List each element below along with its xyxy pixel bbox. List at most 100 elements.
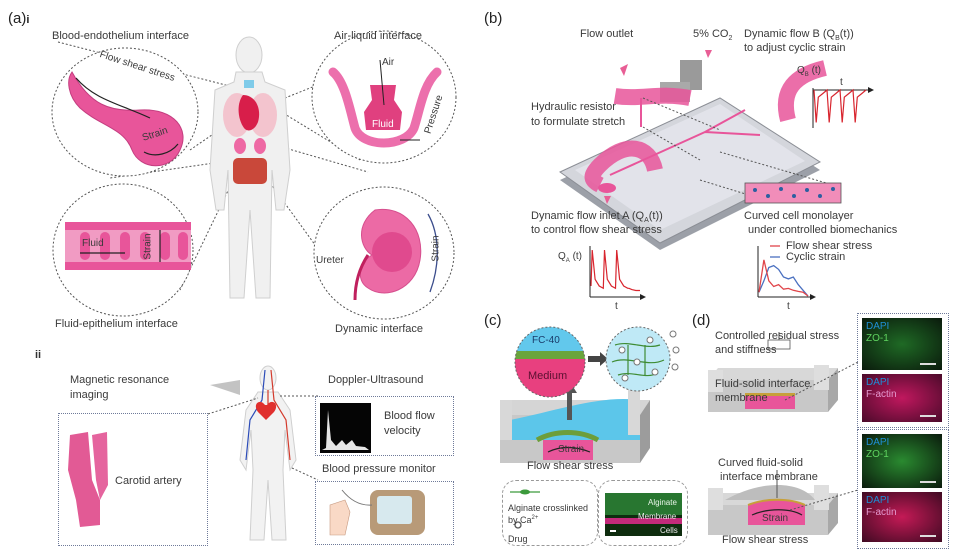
label-medium: Medium — [528, 370, 568, 382]
label-doppler: Doppler-Ultrasound — [328, 374, 424, 386]
scale-bar — [920, 481, 936, 483]
bp-monitor-box — [315, 481, 454, 545]
dynamic-circle — [313, 186, 455, 320]
label-strain-kidney: Strain — [430, 235, 442, 262]
label-monolayer-line1: Curved cell monolayer — [744, 210, 854, 222]
qb-series-line — [813, 88, 867, 123]
stain-group-bottom — [857, 429, 949, 549]
d-top-device — [708, 332, 838, 412]
label-mri-line2: imaging — [70, 389, 109, 401]
label-resistor-line1: Hydraulic resistor — [531, 101, 616, 113]
stain-group-top — [857, 313, 949, 428]
label-ureter: Ureter — [316, 255, 344, 266]
mri-box — [58, 413, 208, 546]
legend-label-strain: Cyclic strain — [786, 251, 846, 263]
sphere-arrow — [588, 352, 608, 366]
d-bottom-device — [708, 470, 838, 535]
organ-chip-device — [559, 60, 828, 250]
d-connector-lines — [784, 361, 859, 511]
label-residual-stress-1: Controlled residual stress — [715, 330, 840, 342]
label-qa-ylabel: QA (t) — [558, 251, 583, 264]
stain-image-zo1-bottom: DAPI ZO-1 — [862, 434, 942, 488]
fluid-epithelium-circle — [52, 183, 194, 317]
title-dynamic-interface: Dynamic interface — [335, 323, 424, 335]
label-strain-intestine: Strain — [142, 233, 154, 260]
label-mech-xlabel: t — [787, 301, 790, 312]
mri-cone — [210, 380, 240, 395]
micro-label-cells: Cells — [660, 526, 678, 535]
panel-a-ii-tag: ii — [35, 349, 42, 361]
label-strain-c: Strain — [558, 444, 585, 455]
mech-plot — [757, 245, 816, 300]
panel-d-tag: (d) — [692, 312, 711, 329]
label-flow-shear-c: Flow shear stress — [527, 460, 614, 472]
micro-label-membrane: Membrane — [638, 512, 677, 521]
label-alginate-2: by Ca2+ — [508, 515, 539, 525]
label-qb-ylabel: QB (t) — [797, 65, 822, 78]
scale-bar — [920, 415, 936, 417]
label-monolayer-line2: under controlled biomechanics — [748, 224, 898, 236]
stain-label-zo1: ZO-1 — [866, 449, 889, 460]
label-flow-a-line1: Dynamic flow inlet A (QA(t)) — [531, 210, 663, 225]
stain-label-factin: F-actin — [866, 389, 897, 400]
title-air-liquid: Air-liquid interface — [334, 30, 423, 42]
label-fs-membrane-1: Fluid-solid interface — [715, 378, 811, 390]
c-legend-box — [502, 480, 598, 546]
title-blood-endothelium: Blood-endothelium interface — [52, 30, 189, 42]
stain-label-dapi: DAPI — [866, 321, 890, 332]
blood-endothelium-circle — [51, 47, 199, 177]
carotid-artery-graphic — [68, 432, 108, 527]
label-drug: Drug — [508, 534, 528, 544]
heart-icon — [255, 401, 277, 420]
stain-label-dapi: DAPI — [866, 377, 890, 388]
qa-series-line — [590, 249, 640, 292]
qa-plot — [589, 246, 646, 300]
stain-image-zo1-top: DAPI ZO-1 — [862, 318, 942, 370]
label-fluid-alveolus: Fluid — [372, 119, 394, 130]
label-flow-shear-d: Flow shear stress — [722, 534, 809, 546]
label-flow-b-line1: Dynamic flow B (QB(t)) — [744, 28, 854, 43]
c-micrograph — [605, 493, 682, 536]
stain-label-dapi: DAPI — [866, 495, 890, 506]
label-flow-a-line2: to control flow shear stress — [531, 224, 662, 236]
label-carotid-artery: Carotid artery — [115, 475, 182, 487]
stain-image-factin-top: DAPI F-actin — [862, 374, 942, 422]
label-fluid-intestine: Fluid — [82, 238, 104, 249]
c-legend-drug-icon — [514, 521, 522, 529]
stain-label-dapi: DAPI — [866, 437, 890, 448]
label-blood-flow-1: Blood flow — [384, 410, 435, 422]
label-blood-flow-2: velocity — [384, 425, 421, 437]
label-alginate-1: Alginate crosslinked — [508, 503, 589, 513]
label-bp-monitor: Blood pressure monitor — [322, 463, 436, 475]
label-fs-membrane-2: membrane — [715, 392, 768, 404]
title-fluid-epithelium: Fluid-epithelium interface — [55, 318, 178, 330]
c-micrograph-box — [598, 480, 688, 546]
c-device — [500, 382, 650, 463]
qb-plot — [812, 87, 874, 128]
scale-bar — [920, 535, 936, 537]
bp-monitor-graphic — [329, 489, 425, 536]
b-pointer-arrows — [604, 50, 712, 204]
cell-monolayer-strip — [744, 182, 842, 204]
panel-b-tag: (b) — [484, 10, 503, 27]
panel-c-tag: (c) — [484, 312, 502, 329]
mech-series-shear — [758, 259, 809, 297]
label-resistor-line2: to formulate stretch — [531, 116, 626, 128]
legend-label-shear: Flow shear stress — [786, 240, 873, 252]
label-flow-outlet: Flow outlet — [580, 28, 634, 40]
stain-label-factin: F-actin — [866, 507, 897, 518]
label-air: Air — [382, 57, 395, 68]
label-qa-xlabel: t — [615, 301, 618, 312]
label-fc40: FC-40 — [532, 335, 560, 346]
ii-connectors — [207, 395, 319, 481]
scale-bar — [920, 363, 936, 365]
label-residual-stress-2: and stiffness — [715, 344, 777, 356]
label-curved-membrane-2: interface membrane — [720, 471, 818, 483]
label-curved-membrane-1: Curved fluid-solid — [718, 457, 803, 469]
label-strain-d: Strain — [762, 513, 789, 524]
hydrogel-zoom-sphere — [605, 326, 680, 392]
doppler-waveform — [320, 403, 371, 453]
panel-a-tag: (a)i — [8, 10, 30, 27]
label-mri-line1: Magnetic resonance — [70, 374, 170, 386]
